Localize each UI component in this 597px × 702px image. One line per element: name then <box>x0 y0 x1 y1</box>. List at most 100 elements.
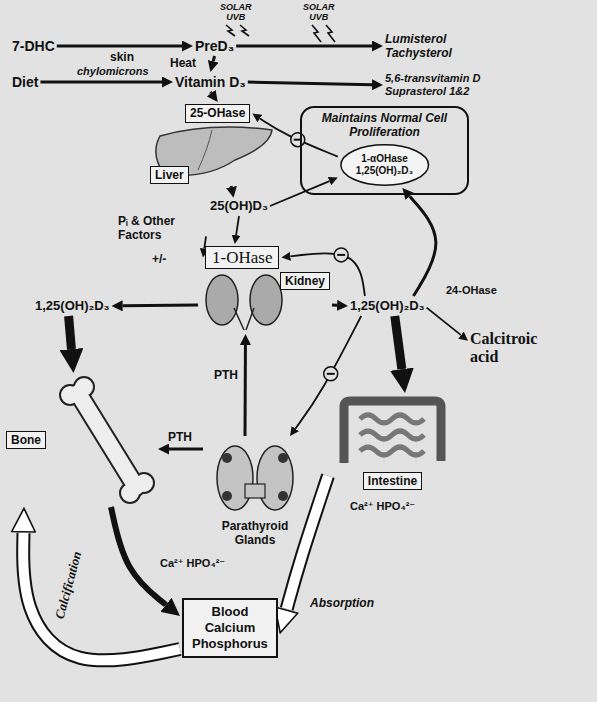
connector-line <box>169 448 203 451</box>
node-text: 1,25(OH)₂D₃ <box>356 165 413 177</box>
connector-line <box>244 345 247 436</box>
enzyme-box: 1-OHase <box>205 246 279 269</box>
connector-arrow <box>287 476 328 609</box>
hormone-label: 1,25(OH)₂D₃ <box>350 298 425 314</box>
connector-arrow <box>332 305 337 306</box>
connector-arrow <box>236 46 372 47</box>
inhibition-bar <box>337 254 345 256</box>
parathyroid-gland <box>278 491 288 501</box>
connector-line <box>248 82 372 85</box>
edge-label: +/- <box>150 252 168 266</box>
node-text: Parathyroid Glands <box>218 518 293 548</box>
kidney-shape <box>206 275 238 325</box>
uv-ray <box>226 25 235 36</box>
node-text: Diet <box>12 74 38 90</box>
thyroid-isthmus <box>245 484 265 498</box>
inhibition-bar <box>327 373 335 375</box>
edge-label: chylomicrons <box>75 64 151 78</box>
edge-label: PTH <box>166 430 194 444</box>
node-text: Bone <box>6 431 46 449</box>
node-text: 5,6-transvitamin D Suprasterol 1&2 <box>385 72 503 98</box>
uv-label: SOLAR UVB <box>220 2 252 22</box>
thyroid-lobe <box>217 446 253 510</box>
parathyroid-gland <box>222 491 232 501</box>
connector-arrow <box>236 216 239 235</box>
node-text: Lumisterol Tachysterol <box>385 32 452 60</box>
kidney-shape <box>250 275 282 325</box>
liver-lobe-line <box>198 130 212 170</box>
connector-arrow <box>123 305 198 307</box>
node-text: Intestine <box>363 472 422 490</box>
connector-line <box>213 56 214 61</box>
large-intestine <box>344 401 441 463</box>
cell-ellipse: 1-αOHase1,25(OH)₂D₃ <box>340 144 429 186</box>
parathyroid-illustration <box>217 446 293 510</box>
connector-line <box>295 316 361 429</box>
compound-label: 25(OH)D₃ <box>210 198 268 214</box>
inhibition-symbol <box>334 248 348 262</box>
edge-label: PTH <box>212 368 240 382</box>
uv-ray <box>312 25 321 42</box>
connector-arrow <box>427 308 461 336</box>
source-label: Diet <box>12 74 38 90</box>
connector-line <box>69 316 72 349</box>
connector-arrow <box>40 82 162 83</box>
node-text: PreD₃ <box>195 38 234 54</box>
connector-outline <box>23 533 180 660</box>
node-text: 1,25(OH)₂D₃ <box>350 298 425 314</box>
inhibition-symbol <box>291 133 305 147</box>
product-label: 5,6-transvitamin D Suprasterol 1&2 <box>385 72 503 98</box>
cell-membrane <box>341 145 429 185</box>
connector-line <box>23 533 180 660</box>
node-text: 1,25(OH)₂D₃ <box>35 298 110 314</box>
node-text: 1-OHase <box>212 247 272 268</box>
node-text: Calcitroic acid <box>470 330 537 366</box>
edge-label: Ca²⁺ HPO₄²⁻ <box>158 556 227 570</box>
organ-region: Parathyroid Glands <box>205 438 305 548</box>
parathyroid-gland <box>222 453 232 463</box>
product-label: Calcitroic acid <box>470 330 537 366</box>
organ-region: Intestine <box>330 395 455 490</box>
connector-arrow <box>245 345 246 436</box>
connector-arrow <box>57 46 182 47</box>
cell-box: Maintains Normal Cell Proliferation 1-αOH… <box>300 106 469 195</box>
product-label: Lumisterol Tachysterol <box>385 32 452 60</box>
bone-outline <box>78 393 136 487</box>
intestine-illustration <box>344 401 441 463</box>
node-text: Liver <box>150 166 189 184</box>
connector-arrow <box>69 316 72 349</box>
uv-ray <box>326 25 335 42</box>
connector-arrow <box>231 186 232 188</box>
connector-arrow <box>169 449 203 450</box>
hormone-label: 1,25(OH)₂D₃ <box>35 298 110 314</box>
connector-arrow <box>410 196 436 296</box>
connector-line <box>230 185 233 189</box>
inhibition-symbol <box>324 367 338 381</box>
connector-line <box>123 304 198 308</box>
organ-region: Liver <box>150 124 275 184</box>
kidney-illustration <box>206 275 282 330</box>
node-text: Vitamin D₃ <box>175 74 246 90</box>
connector-line <box>236 45 372 48</box>
edge-label: Calcification <box>51 548 84 623</box>
node-text: 25-OHase <box>190 106 245 121</box>
parathyroid-gland <box>278 453 288 463</box>
connector-line <box>40 81 162 84</box>
connector-line <box>236 216 239 235</box>
connector-line <box>332 304 337 307</box>
factor-label: Pᵢ & Other Factors <box>118 214 204 242</box>
organ-region: Kidney <box>200 272 330 332</box>
connector-line <box>410 196 436 296</box>
edge-label: Heat <box>168 56 198 70</box>
connector-arrow <box>210 92 212 93</box>
connector-outline <box>287 476 328 609</box>
node-text: Maintains Normal Cell Proliferation <box>308 111 461 139</box>
edge-label: 24-OHase <box>444 283 499 297</box>
organ-region: Bone <box>6 375 156 505</box>
connector-line <box>57 45 182 48</box>
uv-label: SOLAR UVB <box>303 2 335 22</box>
connector-line <box>427 308 461 336</box>
